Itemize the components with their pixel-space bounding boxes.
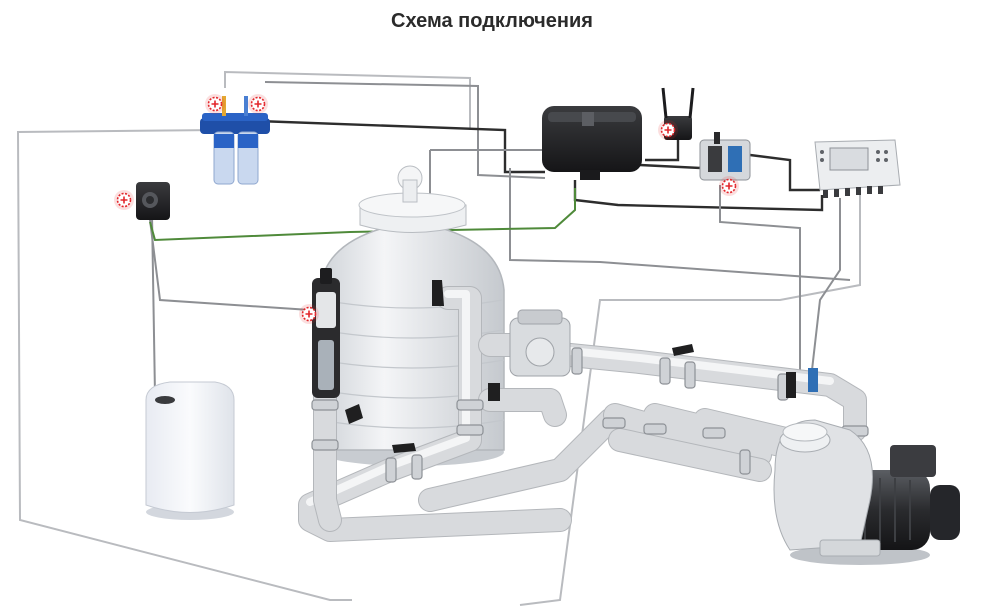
controller-box [542,106,642,180]
dosing-pump [136,182,170,220]
marker-icon [248,94,268,114]
cable-outer-left [16,129,352,601]
cable-cell-down [719,185,801,370]
cable-wifi [645,140,680,162]
page-title: Схема подключения [391,10,593,32]
cable-controller-probes [229,118,545,174]
cable-controller-down [573,180,824,212]
cable-panel-down [811,198,841,371]
cable-left-mid [509,168,851,281]
cable-top-right [264,81,546,179]
valve-handles [345,280,818,453]
multiport-valve [509,309,571,377]
marker-icon [205,94,225,114]
control-panel [814,139,901,198]
cable-top-loop [224,70,471,130]
connection-markers [114,94,739,324]
marker-icon [299,304,319,324]
marker-icon [658,120,678,140]
chemical-tank [145,381,235,520]
marker-icon [114,190,134,210]
cable-controller-cell [639,154,708,170]
ground-wire [149,188,576,242]
cable-panel-loop [519,190,861,606]
flow-cell [699,132,751,181]
probe-block [200,96,270,185]
sensor-holder [312,268,340,398]
marker-icon [719,176,739,196]
circulation-pump [773,419,960,565]
cable-cell-panel [749,153,820,192]
